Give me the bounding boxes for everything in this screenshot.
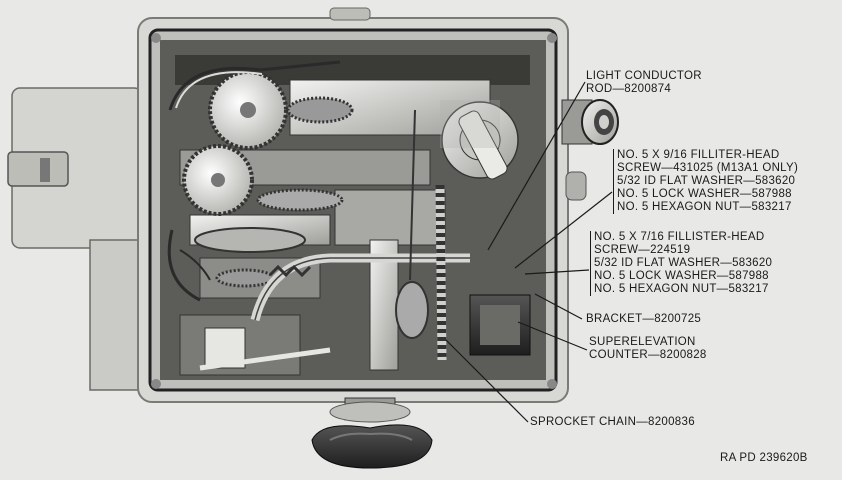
callout-sprocket-chain: SPROCKET CHAIN—8200836 [530,416,695,429]
figure-reference-number: RA PD 239620B [720,452,808,464]
callout-line: SCREW—431025 (M13A1 ONLY) [617,162,799,174]
callout-superelevation-counter: SUPERELEVATION COUNTER—8200828 [589,336,707,362]
callout-line: 5/32 ID FLAT WASHER—583620 [617,175,796,187]
callout-line: NO. 5 X 9/16 FILLITER-HEAD [617,149,780,161]
callout-line: SUPERELEVATION [589,336,696,348]
callout-line: NO. 5 HEXAGON NUT—583217 [594,283,769,295]
callout-line: 5/32 ID FLAT WASHER—583620 [594,257,773,269]
callout-line: NO. 5 LOCK WASHER—587988 [617,188,792,200]
callout-line: LIGHT CONDUCTOR [586,70,702,82]
callout-line: SPROCKET CHAIN—8200836 [530,416,695,428]
callout-hardware-group-2: NO. 5 X 7/16 FILLISTER-HEAD SCREW—224519… [590,231,772,296]
light-connector [561,99,619,201]
side-cover [7,87,145,391]
callout-line: SCREW—224519 [594,244,691,256]
sprocket-chain-graphic [395,184,447,361]
callout-line: COUNTER—8200828 [589,349,707,361]
callout-line: ROD—8200874 [586,83,672,95]
gear-train [182,70,354,288]
callout-line: NO. 5 LOCK WASHER—587988 [594,270,769,282]
callout-line: NO. 5 HEXAGON NUT—583217 [617,201,792,213]
bottom-knob [311,397,433,469]
callout-line: BRACKET—8200725 [586,313,702,325]
callout-line: NO. 5 X 7/16 FILLISTER-HEAD [594,231,765,243]
wiring [167,60,470,371]
callout-light-conductor-rod: LIGHT CONDUCTOR ROD—8200874 [586,70,702,96]
callout-hardware-group-1: NO. 5 X 9/16 FILLITER-HEAD SCREW—431025 … [613,149,798,214]
callout-bracket: BRACKET—8200725 [586,313,701,326]
leader-lines [445,81,613,423]
